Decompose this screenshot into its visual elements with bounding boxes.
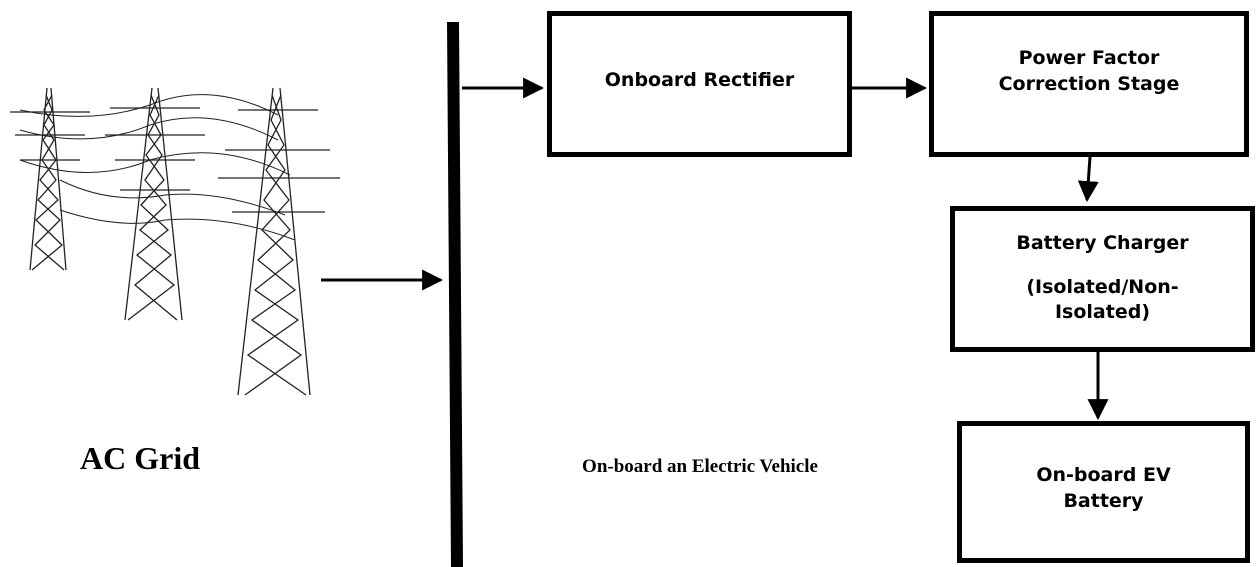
arrow-pfc-to-charger: [1087, 157, 1090, 200]
tower-3: [218, 88, 340, 395]
onboard-ev-battery-block: On-board EV Battery: [957, 421, 1250, 563]
onboard-rectifier-label: Onboard Rectifier: [605, 68, 794, 94]
battery-charger-type-label: (Isolated/Non-Isolated): [995, 275, 1210, 326]
transmission-towers-icon: [10, 88, 340, 395]
vehicle-label: On-board an Electric Vehicle: [580, 452, 820, 481]
onboard-rectifier-block: Onboard Rectifier: [547, 11, 852, 157]
battery-charger-block: Battery Charger (Isolated/Non-Isolated): [950, 206, 1255, 352]
ac-grid-label: AC Grid: [80, 440, 280, 477]
battery-charger-label: Battery Charger: [1016, 231, 1188, 257]
onboard-ev-battery-label: On-board EV Battery: [1012, 463, 1195, 514]
tower-2: [105, 88, 205, 320]
power-factor-correction-label: Power Factor Correction Stage: [964, 46, 1214, 97]
bus-bar: [453, 22, 457, 567]
power-factor-correction-block: Power Factor Correction Stage: [929, 11, 1249, 157]
